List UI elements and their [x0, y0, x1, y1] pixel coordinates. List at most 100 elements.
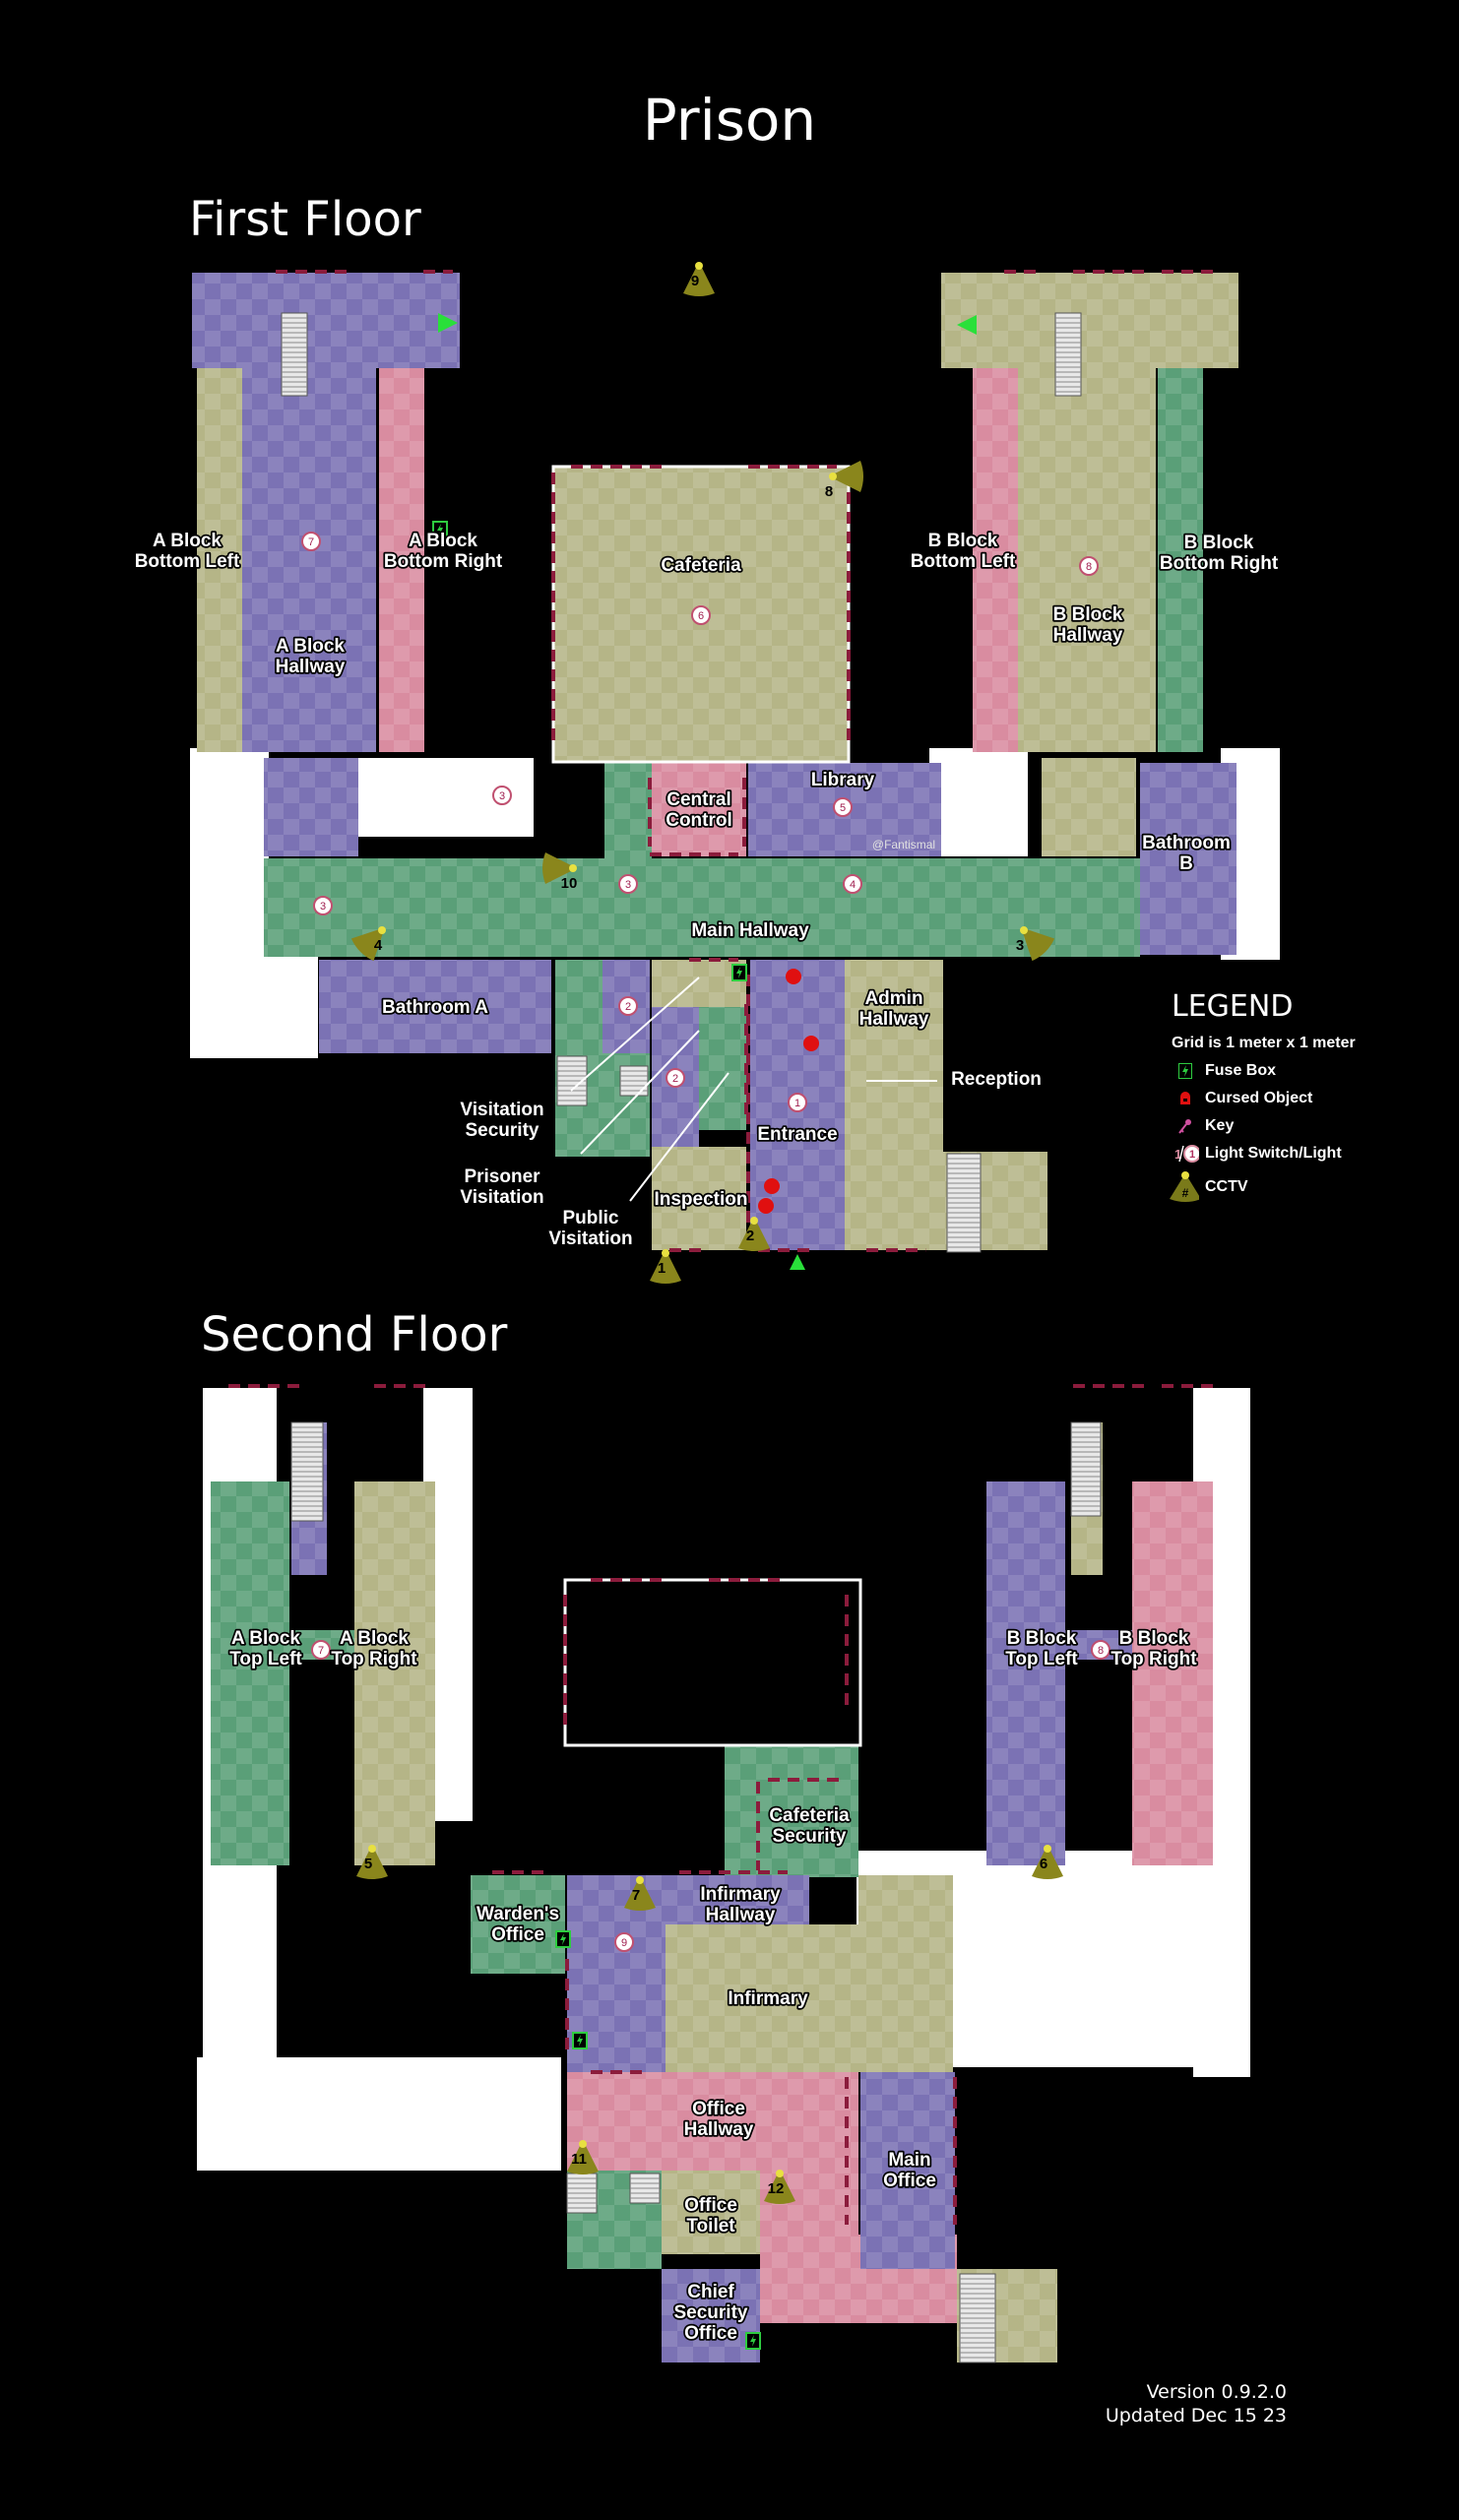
a-block-bottom-right-cells-grid	[379, 368, 424, 752]
stairs-icon	[566, 2173, 598, 2214]
light-icon: 6	[691, 605, 711, 625]
cctv-icon	[542, 852, 577, 884]
central-connector-grid	[604, 763, 652, 861]
room-label-reception: Reception	[951, 1069, 1042, 1090]
infirmary-grid	[666, 1924, 858, 2072]
stairs-icon	[629, 2173, 661, 2204]
svg-text:8: 8	[1098, 1645, 1104, 1657]
svg-text:1: 1	[1174, 1147, 1181, 1162]
label-pointer	[629, 1072, 730, 1202]
cctv-icon: #	[1170, 1169, 1199, 1205]
b-block-top-right-grid	[1132, 1481, 1213, 1865]
cctv-number: 2	[746, 1228, 754, 1244]
svg-text:2: 2	[625, 1001, 631, 1013]
light-icon: 1	[788, 1093, 807, 1112]
cctv-number: 12	[768, 2180, 785, 2197]
cctv-number: 5	[364, 1856, 372, 1872]
room-label-library: Library	[811, 770, 875, 790]
svg-text:5: 5	[840, 802, 846, 814]
cctv-icon	[738, 1217, 770, 1251]
version-info: Version 0.9.2.0 Updated Dec 15 23	[1106, 2380, 1287, 2427]
svg-text:3: 3	[320, 901, 326, 913]
room-label-main-hallway: Main Hallway	[691, 920, 809, 941]
spawn-arrow-icon	[438, 313, 458, 333]
cursed-object-icon	[803, 1036, 819, 1051]
light-icon: 2	[618, 996, 638, 1016]
legend-grid: Grid is 1 meter x 1 meter	[1172, 1030, 1356, 1057]
admin-hallway-grid	[845, 960, 943, 1250]
legend-fuse-box-label: Fuse Box	[1205, 1062, 1277, 1079]
cursed-object-icon	[764, 1178, 780, 1194]
legend-title: LEGEND	[1172, 989, 1294, 1024]
legend-cursed-object: Cursed Object	[1172, 1085, 1356, 1112]
fuse-box-icon	[432, 521, 448, 538]
cctv-number: 11	[571, 2151, 587, 2168]
office-lower-grid	[760, 2235, 858, 2323]
version-number: Version 0.9.2.0	[1146, 2381, 1287, 2403]
fuse-box-icon	[572, 2032, 588, 2049]
main-hallway-grid	[264, 858, 1140, 957]
svg-text:1: 1	[794, 1098, 800, 1109]
cafeteria-security-grid	[725, 1744, 858, 1877]
wall-area	[197, 2057, 561, 2171]
fuse-box-icon	[555, 1930, 571, 1948]
cctv-number: 7	[632, 1887, 640, 1904]
cctv-number: 6	[1040, 1856, 1047, 1872]
legend-key: Key	[1172, 1112, 1356, 1140]
b-block-bottom-left-cells-grid	[973, 368, 1018, 752]
public-visitation-grid	[699, 1007, 746, 1130]
watermark: @Fantismal	[872, 838, 935, 851]
svg-text:9: 9	[621, 1937, 627, 1949]
light-icon: 9	[614, 1932, 634, 1952]
svg-text:7: 7	[318, 1645, 324, 1657]
legend-cctv: # CCTV	[1170, 1167, 1356, 1207]
b-block-connector-grid	[1042, 758, 1136, 856]
svg-text:6: 6	[698, 610, 704, 622]
cctv-icon	[356, 1845, 388, 1879]
key-icon	[1172, 1118, 1199, 1134]
cctv-icon	[1032, 1845, 1063, 1879]
cafeteria-void	[563, 1578, 862, 1747]
stairs-icon	[1070, 1421, 1102, 1517]
cctv-number: 9	[691, 273, 699, 289]
room-label-infirmary: Infirmary	[728, 1988, 808, 2009]
main-office-grid	[860, 2072, 955, 2269]
spawn-arrow-icon	[957, 315, 977, 335]
light-icon: 7	[301, 532, 321, 551]
legend-cctv-symbol: #	[1182, 1186, 1189, 1200]
light-icon: 5	[833, 797, 853, 817]
stairs-icon	[946, 1153, 982, 1253]
infirmary-hallway-grid	[666, 1875, 809, 1924]
central-control-grid	[652, 763, 746, 856]
label-pointer	[580, 1030, 700, 1155]
cursed-object-icon	[758, 1198, 774, 1214]
room-label-entrance: Entrance	[757, 1124, 837, 1145]
cctv-icon	[764, 2170, 795, 2204]
cctv-icon	[567, 2140, 599, 2174]
a-block-bottom-left-cells-grid	[197, 368, 242, 752]
light-icon: 3	[618, 874, 638, 894]
svg-text:3: 3	[625, 879, 631, 891]
light-icon: 3	[492, 786, 512, 805]
svg-text:8: 8	[1086, 561, 1092, 573]
cctv-number: 8	[825, 483, 833, 500]
cctv-number: 4	[374, 937, 383, 954]
cctv-icon	[624, 1876, 656, 1911]
